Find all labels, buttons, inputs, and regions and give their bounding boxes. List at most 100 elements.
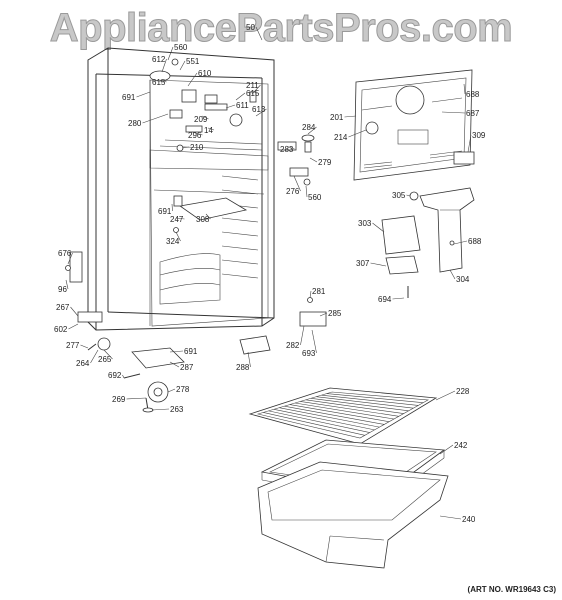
art-number: (ART NO. WR19643 C3): [467, 585, 556, 594]
leader-line: [151, 408, 170, 411]
leader-lines: [65, 26, 472, 520]
callout-692: 692: [108, 371, 122, 380]
shelf-wire: [294, 402, 395, 420]
leader-line: [70, 306, 79, 317]
callout-691c: 691: [184, 347, 198, 356]
callout-282: 282: [286, 341, 300, 350]
leader-line: [65, 279, 69, 290]
shelf-wire: [279, 407, 380, 428]
leader-line: [372, 222, 385, 233]
callout-551: 551: [186, 57, 200, 66]
leader-line: [169, 361, 180, 368]
callout-263: 263: [170, 405, 184, 414]
leader-line: [161, 58, 167, 73]
leader-line: [300, 325, 305, 346]
callout-615a: 615: [152, 78, 166, 87]
callout-303: 303: [358, 219, 372, 228]
callout-242: 242: [454, 441, 468, 450]
callout-281: 281: [312, 287, 326, 296]
leader-line: [467, 134, 472, 153]
callout-276: 276: [286, 187, 300, 196]
leader-line: [179, 60, 186, 71]
leader-line: [293, 175, 301, 192]
leader-line: [247, 351, 251, 368]
shelf-wire: [321, 394, 419, 406]
shelf-wire: [310, 397, 409, 412]
watermark-logo: AppliancePartsPros.com: [49, 6, 513, 51]
leader-line: [181, 146, 190, 149]
callout-201: 201: [330, 113, 344, 122]
callout-688b: 688: [468, 237, 482, 246]
callout-688a: 688: [466, 90, 480, 99]
leader-line: [159, 79, 167, 83]
leader-line: [453, 240, 468, 245]
callout-280: 280: [128, 119, 142, 128]
callout-687: 687: [466, 109, 480, 118]
callout-279: 279: [318, 158, 332, 167]
leader-line: [201, 115, 209, 120]
callout-14: 14: [204, 126, 213, 135]
leader-line: [449, 269, 456, 280]
leader-line: [319, 312, 328, 317]
callout-269: 269: [112, 395, 126, 404]
leader-line: [68, 323, 79, 330]
callout-693: 693: [302, 349, 316, 358]
callout-267: 267: [56, 303, 70, 312]
leader-line: [207, 127, 215, 131]
leader-line: [171, 203, 173, 212]
shelf-wire: [326, 393, 424, 404]
leader-line: [169, 350, 184, 353]
leader-line: [305, 185, 308, 198]
callout-676: 676: [58, 249, 72, 258]
callout-50: 50: [246, 23, 255, 32]
callout-284: 284: [302, 123, 316, 132]
leader-line: [255, 108, 267, 117]
crisper-pan: [257, 461, 449, 569]
callout-228: 228: [456, 387, 470, 396]
callout-211: 211: [246, 81, 259, 90]
callout-691b: 691: [158, 207, 172, 216]
callout-610: 610: [198, 69, 212, 78]
hinge-parts: [65, 251, 271, 413]
leader-line: [103, 349, 113, 360]
leader-line: [309, 290, 312, 299]
callout-210: 210: [190, 143, 204, 152]
callout-96: 96: [58, 285, 67, 294]
callout-285: 285: [328, 309, 342, 318]
callout-277: 277: [66, 341, 80, 350]
callout-691a: 691: [122, 93, 136, 102]
callout-615b: 615: [246, 89, 260, 98]
air-duct: [381, 187, 475, 298]
callout-308: 308: [196, 215, 210, 224]
leader-line: [348, 129, 367, 138]
callout-278: 278: [176, 385, 190, 394]
shelf-wire: [273, 408, 375, 431]
callout-612: 612: [152, 55, 166, 64]
leader-line: [67, 252, 73, 265]
leader-line: [122, 374, 125, 379]
leader-line: [439, 515, 462, 520]
leader-line: [435, 390, 456, 401]
leader-line: [392, 297, 405, 300]
cam-parts: [277, 134, 327, 327]
leader-line: [406, 194, 411, 197]
shelf-wire: [316, 396, 414, 409]
leader-line: [167, 46, 174, 61]
callout-611: 611: [236, 101, 249, 110]
leader-line: [441, 111, 466, 114]
callout-309: 309: [472, 131, 486, 140]
leader-line: [175, 231, 181, 242]
callout-694: 694: [378, 295, 392, 304]
leader-line: [370, 262, 387, 267]
callout-305: 305: [392, 191, 406, 200]
callout-560b: 560: [308, 193, 322, 202]
shelf-wire: [300, 401, 399, 417]
callout-613: 613: [252, 105, 266, 114]
leader-line: [191, 131, 203, 136]
shelf-wire: [284, 405, 385, 425]
leader-line: [225, 104, 236, 109]
callout-209: 209: [194, 115, 208, 124]
evaporator-cover: [353, 69, 475, 181]
